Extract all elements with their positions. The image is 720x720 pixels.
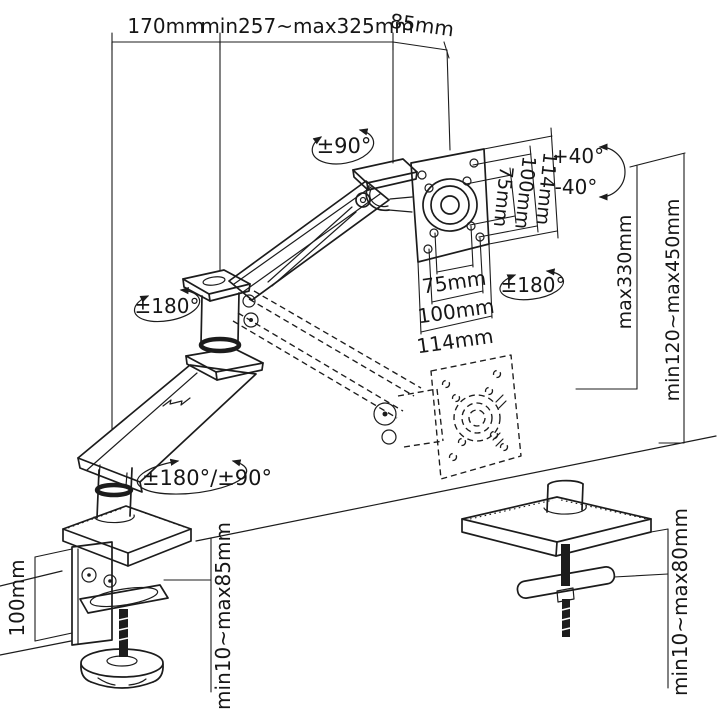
label-vesa-rotation: ±180° (501, 273, 566, 297)
dim-label-vesa-h-114: 114mm (415, 324, 495, 359)
dim-label-clamp-range: min10~max85mm (211, 522, 235, 710)
pole-ring (94, 482, 134, 498)
arm-rotation-arrow (133, 287, 201, 323)
tension-arrow-mark (162, 397, 191, 407)
clamp-lower-jaw (79, 584, 169, 614)
clamp-knob (80, 648, 164, 689)
label-arm-rotation: ±180° (135, 294, 200, 318)
upper-arm (228, 180, 390, 301)
dim-label-reach-rear: 170mm (127, 14, 204, 38)
dim-label-reach-front: min257~max325mm (200, 14, 413, 38)
rotation-arrows (133, 128, 626, 495)
vesa-rotation-arrow (499, 268, 565, 301)
label-tilt-down: -40° (555, 175, 598, 199)
label-base-rotation: ±180°/±90° (142, 466, 272, 490)
wrist-pivot (373, 402, 397, 426)
grommet-bar (516, 566, 616, 599)
grommet-rod (561, 544, 570, 586)
dimension-lines (34, 32, 686, 693)
vesa-hub (422, 178, 478, 232)
arm-head-joint (352, 158, 418, 213)
desk-clamp-mount (62, 467, 192, 689)
dim-label-vesa-h-100: 100mm (416, 294, 496, 329)
clamp-bracket (71, 541, 113, 646)
desk-surface (0, 435, 717, 656)
dim-label-clamp-bracket: 100mm (5, 559, 29, 636)
dimension-labels: 170mm min257~max325mm 85mm ±90° +40° -40… (5, 9, 692, 710)
dim-label-lift-max: max330mm (614, 215, 636, 330)
phantom-vesa-plate (430, 354, 522, 480)
clamp-screw-rod (119, 609, 128, 657)
label-head-swivel: ±90° (317, 134, 372, 158)
dim-label-height-range: min120~max450mm (662, 199, 684, 402)
vesa-plate (410, 148, 490, 263)
riser-ring (198, 336, 242, 354)
head-swivel-arrow (311, 128, 375, 165)
phantom-arm-position (232, 290, 522, 480)
dim-label-grommet-range: min10~max80mm (668, 508, 692, 696)
label-tilt-up: +40° (552, 144, 604, 168)
base-rotation-arrow (136, 458, 248, 495)
tilt-arrow (598, 143, 626, 201)
grommet-mount (461, 479, 652, 637)
